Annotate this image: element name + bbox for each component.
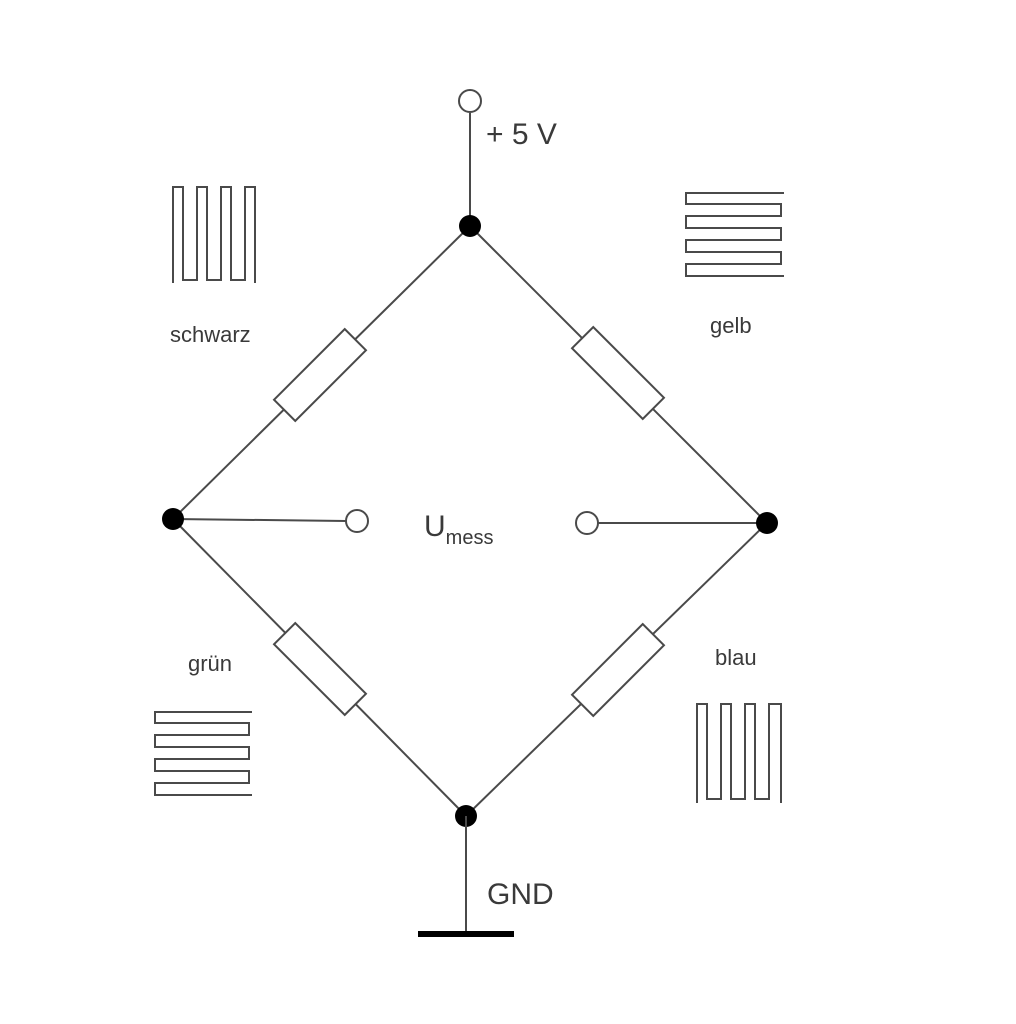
strain-gauge-bottom-right-icon <box>696 703 782 803</box>
measure-terminal-left <box>345 509 369 533</box>
node-left <box>162 508 184 530</box>
label-bottom-left: grün <box>188 651 232 676</box>
resistor-top-right <box>570 325 666 421</box>
supply-terminal <box>458 89 482 113</box>
node-top <box>459 215 481 237</box>
strain-gauge-top-right-icon <box>685 192 784 277</box>
measure-label: Umess <box>424 510 493 549</box>
resistor-bottom-right <box>570 622 666 718</box>
label-top-left: schwarz <box>170 322 251 347</box>
ground-label: GND <box>487 878 554 911</box>
measure-terminal-right <box>575 511 599 535</box>
supply-label: + 5 V <box>486 118 557 151</box>
resistor-top-left <box>272 327 368 423</box>
label-top-right: gelb <box>710 313 752 338</box>
label-bottom-right: blau <box>715 645 757 670</box>
resistor-bottom-left <box>272 621 368 717</box>
strain-gauge-top-left-icon <box>172 186 256 283</box>
node-right <box>756 512 778 534</box>
strain-gauge-bottom-left-icon <box>154 711 252 796</box>
measure-wire-left <box>172 518 347 522</box>
